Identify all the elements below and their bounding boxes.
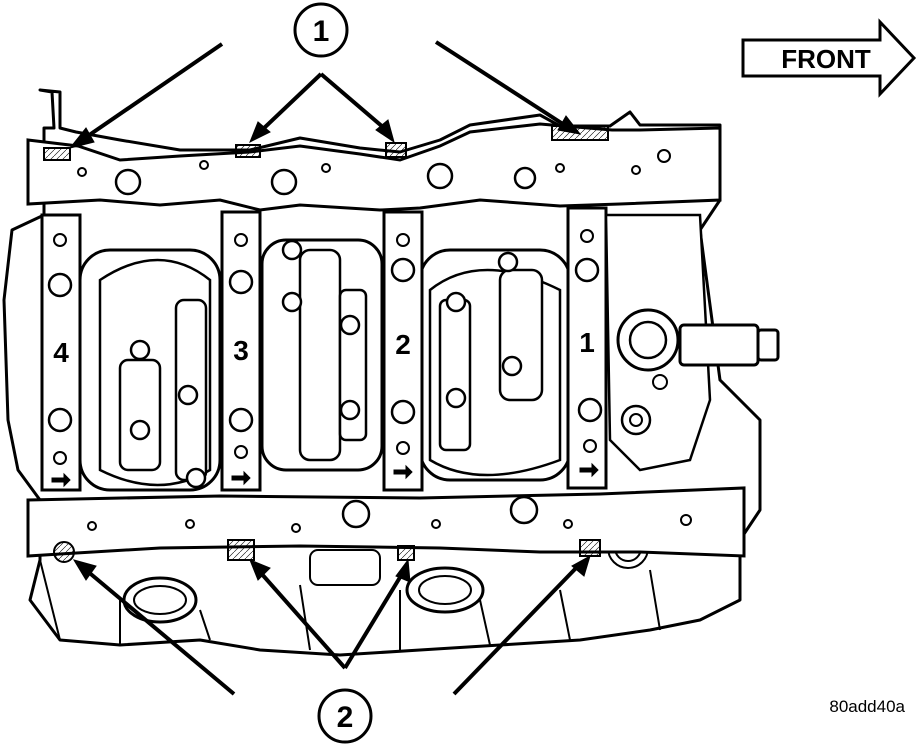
- bearing-cap-4: [40, 213, 82, 492]
- conn-rod-4: [118, 358, 162, 472]
- lower-bolt-left: [53, 541, 75, 563]
- callout-1-circle: [293, 2, 349, 58]
- cap-2-arrow-icon: [393, 464, 413, 480]
- crankshaft: [78, 238, 572, 492]
- lower-bolt-center-left: [227, 539, 255, 561]
- conn-rod-3: [298, 248, 342, 462]
- main-bearing-caps: [40, 206, 608, 492]
- crank-snout: [604, 213, 780, 472]
- lower-rail-body: [26, 486, 746, 558]
- front-direction-arrow: FRONT: [741, 18, 917, 98]
- front-label: FRONT: [781, 44, 871, 74]
- lower-pocket: [309, 549, 381, 586]
- callout-2: 2: [72, 554, 591, 744]
- cap-number-4: 4: [53, 337, 69, 368]
- cap-4-arrow-icon: [51, 472, 71, 488]
- callout-2-leaders: [72, 554, 591, 696]
- upper-rail-body: [26, 122, 722, 212]
- figure-id: 80add40a: [829, 697, 905, 716]
- crank-nose: [678, 323, 760, 367]
- cap-number-2: 2: [395, 329, 411, 360]
- lower-bolt-right: [579, 539, 601, 557]
- cap-3-arrow-icon: [231, 470, 251, 486]
- callout-2-label: 2: [337, 701, 354, 734]
- lower-bolt-center-right: [397, 545, 415, 561]
- cap-number-1: 1: [579, 327, 595, 358]
- lower-port-center: [405, 566, 485, 614]
- cap-1-arrow-icon: [579, 462, 599, 478]
- skirt-ribs: [39, 559, 661, 651]
- upper-bolt-center-left: [235, 144, 261, 158]
- callout-1-label: 1: [313, 15, 330, 48]
- bearing-cap-3: [220, 210, 262, 492]
- upper-rail: [26, 122, 722, 212]
- callout-1: 1: [68, 2, 582, 149]
- cap-numbers: 4 3 2 1: [53, 327, 595, 368]
- cap-number-3: 3: [233, 335, 249, 366]
- bearing-cap-2: [382, 210, 424, 492]
- bearing-cap-1: [566, 206, 608, 490]
- conn-rod-2: [498, 268, 544, 402]
- upper-bolt-center-right: [385, 142, 407, 158]
- lower-rail: [26, 486, 746, 563]
- front-arrow-icon: [741, 18, 917, 98]
- callout-2-circle: [317, 688, 373, 744]
- callout-1-leaders: [68, 40, 582, 149]
- upper-bolt-left: [43, 147, 71, 161]
